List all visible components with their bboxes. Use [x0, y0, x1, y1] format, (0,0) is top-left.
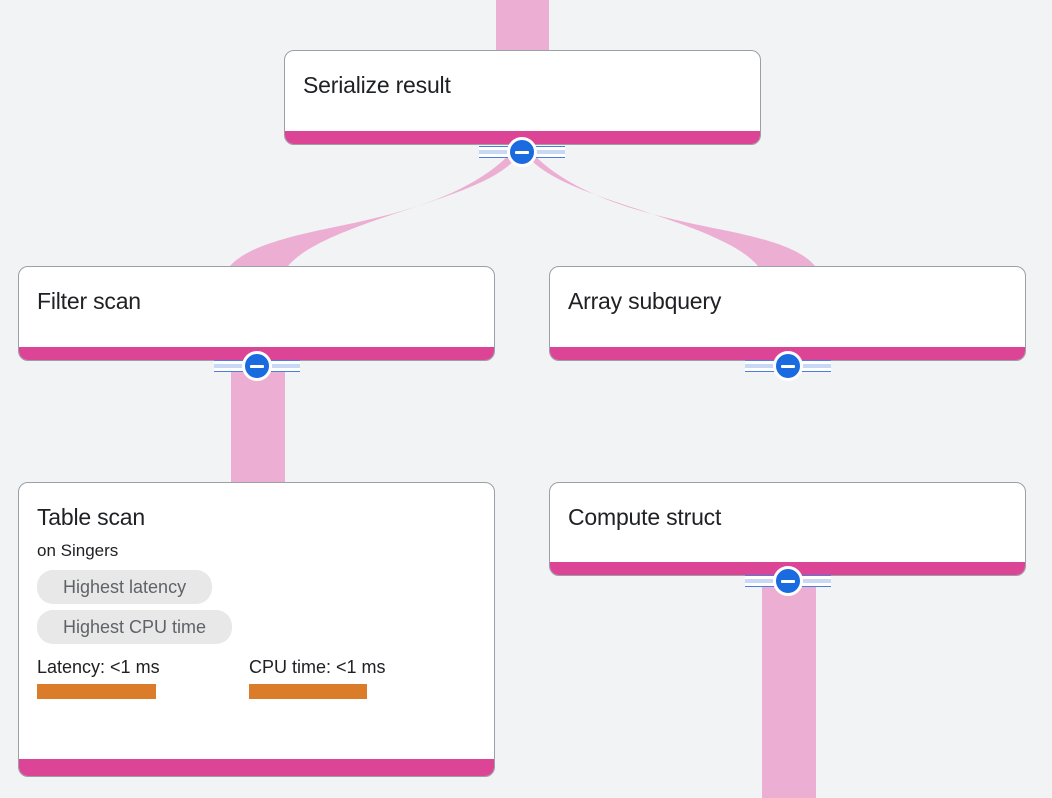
collapse-minus-icon[interactable]	[773, 351, 803, 381]
metric-cpu-time-label: CPU time: <1 ms	[249, 657, 386, 677]
node-array-subquery[interactable]: Array subquery	[549, 266, 1026, 361]
node-title: Serialize result	[303, 72, 451, 98]
node-title: Compute struct	[568, 504, 722, 530]
collapse-minus-icon[interactable]	[242, 351, 272, 381]
chip-highest-cpu-time[interactable]: Highest CPU time	[37, 610, 233, 644]
edge-compute-struct-down	[762, 580, 816, 798]
node-compute-struct[interactable]: Compute struct	[549, 482, 1026, 576]
edge-filter-to-table-scan	[231, 365, 285, 492]
node-title: Array subquery	[568, 288, 722, 314]
edge-into-serialize-result	[496, 0, 549, 50]
collapse-minus-icon[interactable]	[773, 566, 803, 596]
minus-glyph	[250, 364, 264, 368]
node-body: Serialize result	[285, 51, 760, 131]
collapse-toggle-compute-struct[interactable]	[745, 566, 831, 596]
node-metrics-row: Latency: <1 ms CPU time: <1 ms	[37, 656, 476, 699]
node-title: Filter scan	[37, 288, 141, 314]
minus-glyph	[781, 364, 795, 368]
node-body: Filter scan	[19, 267, 494, 347]
node-serialize-result[interactable]: Serialize result	[284, 50, 761, 145]
node-table-scan[interactable]: Table scan on Singers Highest latency Hi…	[18, 482, 495, 777]
node-subtitle: on Singers	[37, 541, 119, 560]
collapse-toggle-filter-scan[interactable]	[214, 351, 300, 381]
metric-cpu-time-bar	[249, 684, 367, 699]
chip-highest-latency[interactable]: Highest latency	[37, 570, 213, 604]
metric-latency: Latency: <1 ms	[37, 656, 249, 699]
edge-serialize-to-array-subquery	[524, 152, 815, 266]
collapse-toggle-serialize-result[interactable]	[479, 137, 565, 167]
minus-glyph	[781, 579, 795, 583]
edge-serialize-to-filter-scan	[230, 152, 521, 266]
collapse-toggle-array-subquery[interactable]	[745, 351, 831, 381]
node-filter-scan[interactable]: Filter scan	[18, 266, 495, 361]
node-title: Table scan	[37, 504, 145, 530]
node-body: Table scan on Singers Highest latency Hi…	[19, 483, 494, 759]
node-chip-list: Highest latency Highest CPU time	[37, 570, 233, 644]
collapse-minus-icon[interactable]	[507, 137, 537, 167]
metric-latency-bar	[37, 684, 156, 699]
node-accent-bar	[19, 759, 494, 776]
metric-cpu-time: CPU time: <1 ms	[249, 656, 386, 699]
node-body: Array subquery	[550, 267, 1025, 347]
minus-glyph	[515, 150, 529, 154]
node-body: Compute struct	[550, 483, 1025, 562]
metric-latency-label: Latency: <1 ms	[37, 657, 160, 677]
